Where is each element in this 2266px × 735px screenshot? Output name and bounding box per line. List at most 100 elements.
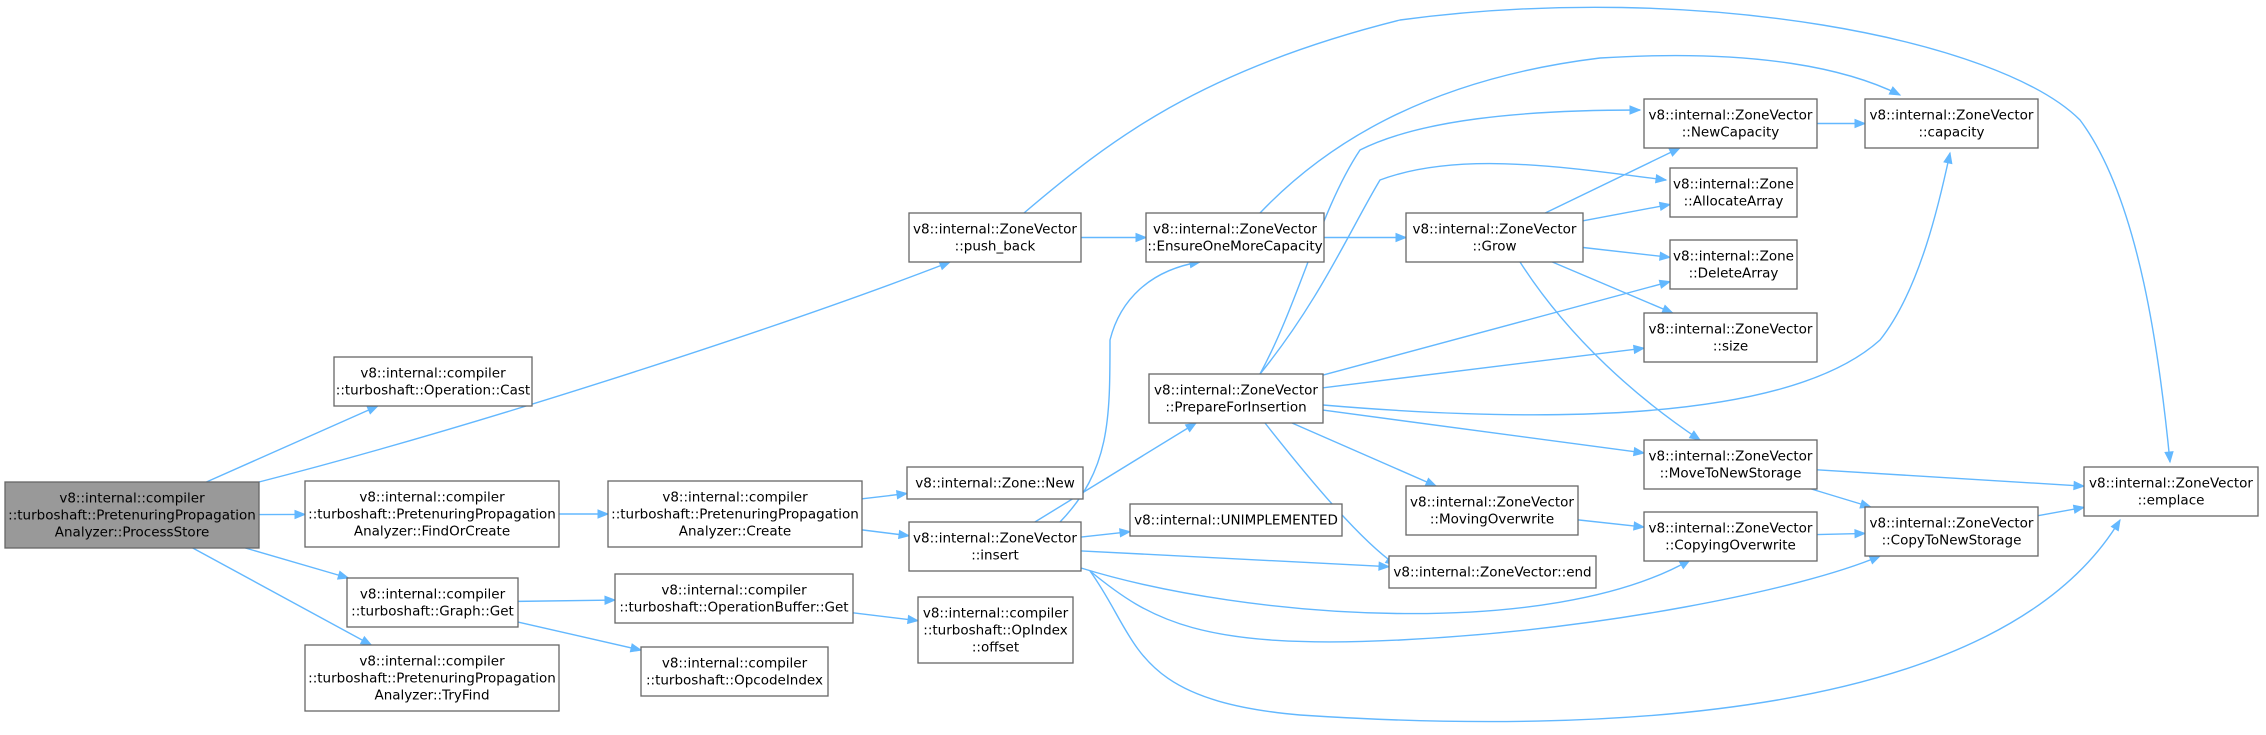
edge-newcapacity-to-capacity [1817,118,1867,129]
edge-grow-to-deletearray [1582,246,1672,261]
node-label-line: ::MovingOverwrite [1430,512,1554,528]
node-label-line: v8::internal::compiler [662,490,808,506]
node-box [1148,373,1324,424]
edge-insert-to-emplace [1089,518,2121,723]
node-offset[interactable]: v8::internal::compiler::turboshaft::OpIn… [917,596,1074,664]
node-label-line: ::PrepareForInsertion [1165,400,1306,416]
edge-movetonewstorage-to-emplace [1816,469,2086,491]
node-label-line: v8::internal::ZoneVector [1870,516,2034,532]
node-copytonewstorage[interactable]: v8::internal::ZoneVector::CopyToNewStora… [1864,506,2039,557]
node-push_back[interactable]: v8::internal::ZoneVector::push_back [908,212,1082,263]
node-label-line: v8::internal::ZoneVector [1870,108,2034,124]
edge-push_back-to-emplace [1023,6,2174,464]
node-label-line: Analyzer::FindOrCreate [354,524,510,540]
node-label-line: v8::internal::compiler [923,606,1069,622]
edge-prepare-to-allocatearray [1259,162,1668,375]
edge-graph_get-to-opcodeindex [517,621,643,653]
node-label-line: v8::internal::compiler [59,491,205,507]
node-label-line: ::AllocateArray [1684,194,1784,210]
node-label-line: v8::internal::Zone::New [915,476,1074,492]
node-box [614,573,854,624]
node-opbuf_get[interactable]: v8::internal::compiler::turboshaft::Oper… [614,573,854,624]
node-label-line: v8::internal::ZoneVector [1649,449,1813,465]
node-newcapacity[interactable]: v8::internal::ZoneVector::NewCapacity [1643,98,1818,149]
node-label-line: v8::internal::ZoneVector [1154,383,1318,399]
node-prepare[interactable]: v8::internal::ZoneVector::PrepareForInse… [1148,373,1324,424]
node-movetonewstorage[interactable]: v8::internal::ZoneVector::MoveToNewStora… [1643,439,1818,490]
node-box [1643,312,1818,363]
node-movingoverwrite[interactable]: v8::internal::ZoneVector::MovingOverwrit… [1405,485,1579,536]
node-insert[interactable]: v8::internal::ZoneVector::insert [908,521,1082,572]
node-box [640,646,829,697]
node-box [346,577,519,628]
node-processstore[interactable]: v8::internal::compiler::turboshaft::Pret… [4,481,260,549]
node-capacity[interactable]: v8::internal::ZoneVector::capacity [1864,98,2039,149]
edge-processstore-to-tryfind [192,547,373,646]
edge-movingoverwrite-to-copyingoverwrite [1577,519,1646,531]
node-label-line: ::turboshaft::PretenuringPropagation [611,507,859,523]
node-allocatearray[interactable]: v8::internal::Zone::AllocateArray [1669,167,1798,218]
node-label-line: ::turboshaft::PretenuringPropagation [308,671,556,687]
node-opcodeindex[interactable]: v8::internal::compiler::turboshaft::Opco… [640,646,829,697]
node-label-line: ::turboshaft::PretenuringPropagation [308,507,556,523]
node-box [1388,555,1597,589]
node-box [1643,98,1818,149]
node-label-line: v8::internal::Zone [1673,177,1794,193]
node-box [333,356,533,407]
node-emplace[interactable]: v8::internal::ZoneVector::emplace [2083,466,2259,517]
node-box [1643,439,1818,490]
node-grow[interactable]: v8::internal::ZoneVector::Grow [1405,212,1584,263]
node-label-line: ::Grow [1472,239,1516,255]
node-box [1669,167,1798,218]
node-label-line: v8::internal::ZoneVector [913,222,1077,238]
node-label-line: v8::internal::ZoneVector [1153,222,1317,238]
node-box [1643,511,1818,562]
node-box [4,481,260,549]
node-label-line: ::capacity [1918,125,1984,141]
edge-push_back-to-ensure [1081,232,1148,243]
edge-grow-to-allocatearray [1582,201,1672,222]
edge-findorcreate-to-create [559,509,610,519]
node-label-line: ::NewCapacity [1682,125,1780,141]
node-create[interactable]: v8::internal::compiler::turboshaft::Pret… [607,480,863,548]
node-box [304,480,560,548]
edge-prepare-to-newcapacity [1259,105,1642,375]
node-label-line: v8::internal::UNIMPLEMENTED [1134,513,1338,529]
node-label-line: Analyzer::ProcessStore [55,525,210,541]
node-size[interactable]: v8::internal::ZoneVector::size [1643,312,1818,363]
node-label-line: ::turboshaft::Operation::Cast [336,383,530,399]
node-label-line: ::EnsureOneMoreCapacity [1147,239,1322,255]
node-tryfind[interactable]: v8::internal::compiler::turboshaft::Pret… [304,644,560,712]
edge-copytonewstorage-to-emplace [2037,504,2086,517]
edge-prepare-to-deletearray [1322,279,1672,376]
node-label-line: Analyzer::Create [679,524,791,540]
node-label-line: ::push_back [955,239,1036,255]
node-box [1405,212,1584,263]
node-box [304,644,560,712]
node-label-line: v8::internal::compiler [661,583,807,599]
edge-movetonewstorage-to-copytonewstorage [1811,488,1872,509]
node-label-line: v8::internal::Zone [1673,249,1794,265]
node-end[interactable]: v8::internal::ZoneVector::end [1388,555,1597,589]
edge-ensure-to-capacity [1259,54,1902,214]
node-box [906,466,1084,500]
node-ensure[interactable]: v8::internal::ZoneVector::EnsureOneMoreC… [1145,212,1325,263]
node-label-line: ::emplace [2138,493,2205,509]
node-deletearray[interactable]: v8::internal::Zone::DeleteArray [1669,239,1798,290]
node-label-line: ::MoveToNewStorage [1660,466,1802,482]
node-label-line: v8::internal::ZoneVector [1649,521,1813,537]
node-findorcreate[interactable]: v8::internal::compiler::turboshaft::Pret… [304,480,560,548]
edge-insert-to-end [1080,550,1391,571]
edge-prepare-to-movetonewstorage [1322,409,1646,457]
node-label-line: v8::internal::ZoneVector::end [1393,565,1591,581]
node-unimpl[interactable]: v8::internal::UNIMPLEMENTED [1129,503,1343,537]
node-graph_get[interactable]: v8::internal::compiler::turboshaft::Grap… [346,577,519,628]
node-label-line: ::insert [971,548,1019,564]
node-label-line: ::CopyToNewStorage [1882,533,2022,549]
node-label-line: ::turboshaft::PretenuringPropagation [8,508,256,524]
node-cast[interactable]: v8::internal::compiler::turboshaft::Oper… [333,356,533,407]
node-copyingoverwrite[interactable]: v8::internal::ZoneVector::CopyingOverwri… [1643,511,1818,562]
edge-ensure-to-grow [1324,232,1408,243]
node-zone_new[interactable]: v8::internal::Zone::New [906,466,1084,500]
